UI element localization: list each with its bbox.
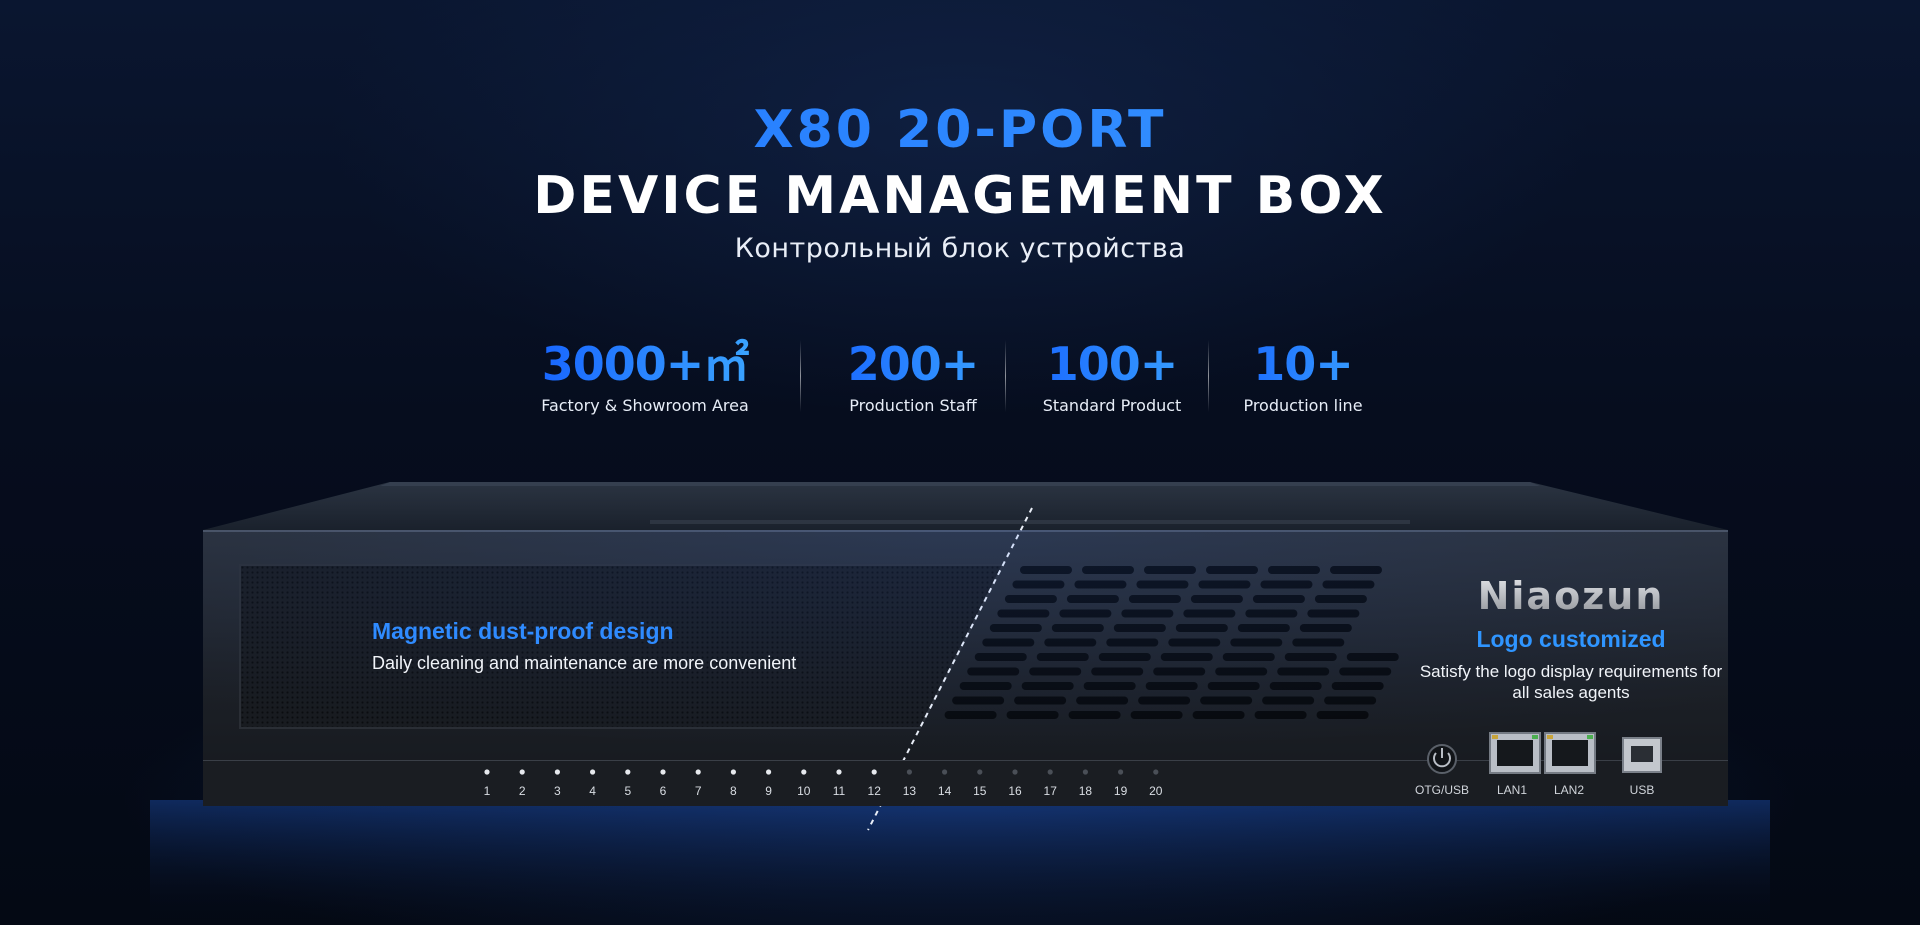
stat-production-staff: 200+ Production Staff: [823, 336, 1003, 415]
logo-custom-text: Satisfy the logo display requirements fo…: [1419, 662, 1723, 702]
stat-divider: [1208, 340, 1209, 412]
product-title-name: DEVICE MANAGEMENT BOX: [533, 166, 1387, 226]
dust-proof-callout: Magnetic dust-proof design Daily cleanin…: [372, 618, 892, 674]
stats-row: 3000+㎡ Factory & Showroom Area 200+ Prod…: [540, 336, 1380, 426]
stat-factory-area: 3000+㎡ Factory & Showroom Area: [540, 336, 750, 415]
stat-label: Standard Product: [1042, 396, 1182, 415]
stat-divider: [1005, 340, 1006, 412]
stat-value: 200+: [823, 336, 1003, 392]
device-top: [203, 482, 1728, 530]
stat-label: Production line: [1243, 396, 1363, 415]
product-subtitle: Контрольный блок устройства: [734, 233, 1186, 264]
stat-standard-product: 100+ Standard Product: [1022, 336, 1202, 415]
stat-label: Factory & Showroom Area: [541, 396, 749, 415]
stat-value: 100+: [1022, 336, 1202, 392]
dust-proof-title: Magnetic dust-proof design: [372, 618, 674, 644]
stat-label: Production Staff: [849, 396, 977, 415]
floor-glow: [150, 800, 1770, 925]
stat-value: 10+: [1228, 336, 1378, 392]
stat-production-line: 10+ Production line: [1228, 336, 1378, 415]
logo-custom-callout: Logo customized Satisfy the logo display…: [1418, 626, 1724, 703]
product-title-model: X80 20-PORT: [0, 100, 1920, 160]
brand-logo: Niaozun: [1418, 574, 1724, 618]
dust-proof-text: Daily cleaning and maintenance are more …: [372, 653, 797, 673]
logo-custom-title: Logo customized: [1476, 626, 1666, 652]
stat-divider: [800, 340, 801, 412]
stat-value: 3000+㎡: [541, 337, 750, 391]
